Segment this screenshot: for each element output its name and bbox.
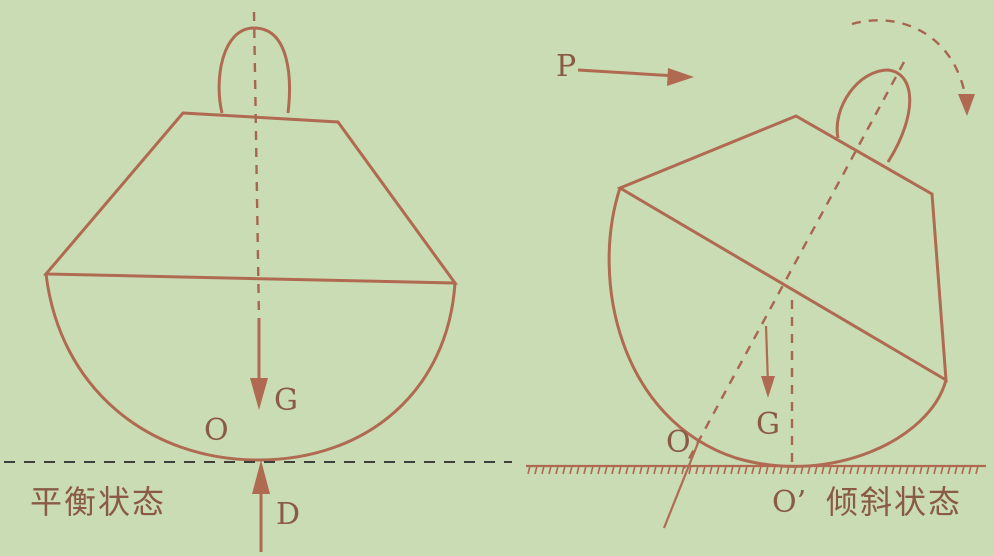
ground-hatch-tick	[660, 465, 664, 475]
ground-hatching	[527, 465, 979, 475]
ground-hatch-tick	[562, 465, 566, 475]
ground-hatch-tick	[618, 465, 622, 475]
ground-hatch-tick	[548, 465, 552, 475]
ground-hatch-tick	[730, 465, 734, 475]
ground-hatch-tick	[702, 465, 706, 475]
right-gravity-label: G	[756, 407, 780, 442]
ground-hatch-tick	[835, 465, 839, 475]
ground-hatch-tick	[919, 465, 923, 475]
push-force-arrowhead	[667, 68, 694, 86]
left-gravity-arrowhead	[250, 378, 268, 410]
right-axis-extension	[662, 437, 702, 529]
ground-hatch-tick	[751, 465, 755, 475]
ground-hatch-tick	[646, 465, 650, 475]
ground-hatch-tick	[569, 465, 573, 475]
ground-hatch-tick	[968, 465, 972, 475]
ground-hatch-tick	[534, 465, 538, 475]
left-gravity-label: G	[274, 383, 298, 418]
ground-hatch-tick	[849, 465, 853, 475]
ground-hatch-tick	[975, 465, 979, 475]
ground-hatch-tick	[877, 465, 881, 475]
rotation-arrowhead	[958, 94, 975, 116]
ground-hatch-tick	[597, 465, 601, 475]
ground-hatch-tick	[625, 465, 629, 475]
ground-hatch-tick	[891, 465, 895, 475]
ground-hatch-tick	[674, 465, 678, 475]
ground-hatch-tick	[828, 465, 832, 475]
left-buoyancy-label: D	[276, 497, 301, 532]
right-gravity-arrow	[764, 325, 770, 385]
ground-hatch-tick	[744, 465, 748, 475]
left-hemisphere-bottom	[44, 273, 457, 462]
ground-hatch-tick	[842, 465, 846, 475]
left-trapezoid-body	[42, 111, 458, 285]
rotation-arrow	[851, 19, 968, 101]
ground-hatch-tick	[884, 465, 888, 475]
ground-hatch-tick	[590, 465, 594, 475]
ground-hatch-tick	[611, 465, 615, 475]
ground-hatch-tick	[898, 465, 902, 475]
left-buoyancy-arrowhead	[252, 460, 270, 494]
right-trapezoid-body	[616, 114, 948, 383]
ground-hatch-tick	[856, 465, 860, 475]
ground-hatch-tick	[709, 465, 713, 475]
ground-hatch-tick	[555, 465, 559, 475]
ground-hatch-tick	[961, 465, 965, 475]
right-tilted-axis	[682, 61, 906, 469]
right-handle-loop	[835, 68, 912, 163]
ground-hatch-tick	[940, 465, 944, 475]
ground-hatch-tick	[758, 465, 762, 475]
ground-hatch-tick	[604, 465, 608, 475]
ground-hatch-tick	[821, 465, 825, 475]
ground-hatch-tick	[765, 465, 769, 475]
right-hemisphere-bottom	[607, 187, 948, 468]
right-gravity-arrowhead	[761, 376, 775, 398]
ground-hatch-tick	[632, 465, 636, 475]
right-center-label: O	[666, 425, 691, 460]
ground-hatch-tick	[912, 465, 916, 475]
left-state-caption: 平衡状态	[30, 483, 167, 521]
ground-hatch-tick	[947, 465, 951, 475]
ground-hatch-tick	[541, 465, 545, 475]
ground-hatch-tick	[723, 465, 727, 475]
ground-hatch-tick	[695, 465, 699, 475]
ground-hatch-tick	[688, 465, 692, 475]
ground-hatch-tick	[926, 465, 930, 475]
right-state-caption: 倾斜状态	[826, 483, 963, 521]
ground-hatch-tick	[863, 465, 867, 475]
balanced-buoy	[42, 11, 458, 552]
push-force-label: P	[556, 49, 577, 84]
ground-hatch-tick	[653, 465, 657, 475]
ground-hatch-tick	[954, 465, 958, 475]
ground-hatch-tick	[716, 465, 720, 475]
left-handle-loop	[217, 26, 291, 114]
ground-hatch-tick	[870, 465, 874, 475]
ground-hatch-tick	[576, 465, 580, 475]
ground-hatch-tick	[667, 465, 671, 475]
ground-hatch-tick	[527, 465, 531, 475]
ground-hatch-tick	[814, 465, 818, 475]
tilted-buoy	[526, 19, 986, 529]
push-force-arrow	[577, 68, 677, 78]
left-center-axis	[252, 11, 261, 321]
ground-hatch-tick	[933, 465, 937, 475]
ground-hatch-tick	[772, 465, 776, 475]
left-center-label: O	[204, 413, 229, 448]
ground-hatch-tick	[905, 465, 909, 475]
ground-hatch-tick	[737, 465, 741, 475]
ground-hatch-tick	[639, 465, 643, 475]
right-contact-label: O’	[772, 485, 807, 520]
ground-hatch-tick	[583, 465, 587, 475]
